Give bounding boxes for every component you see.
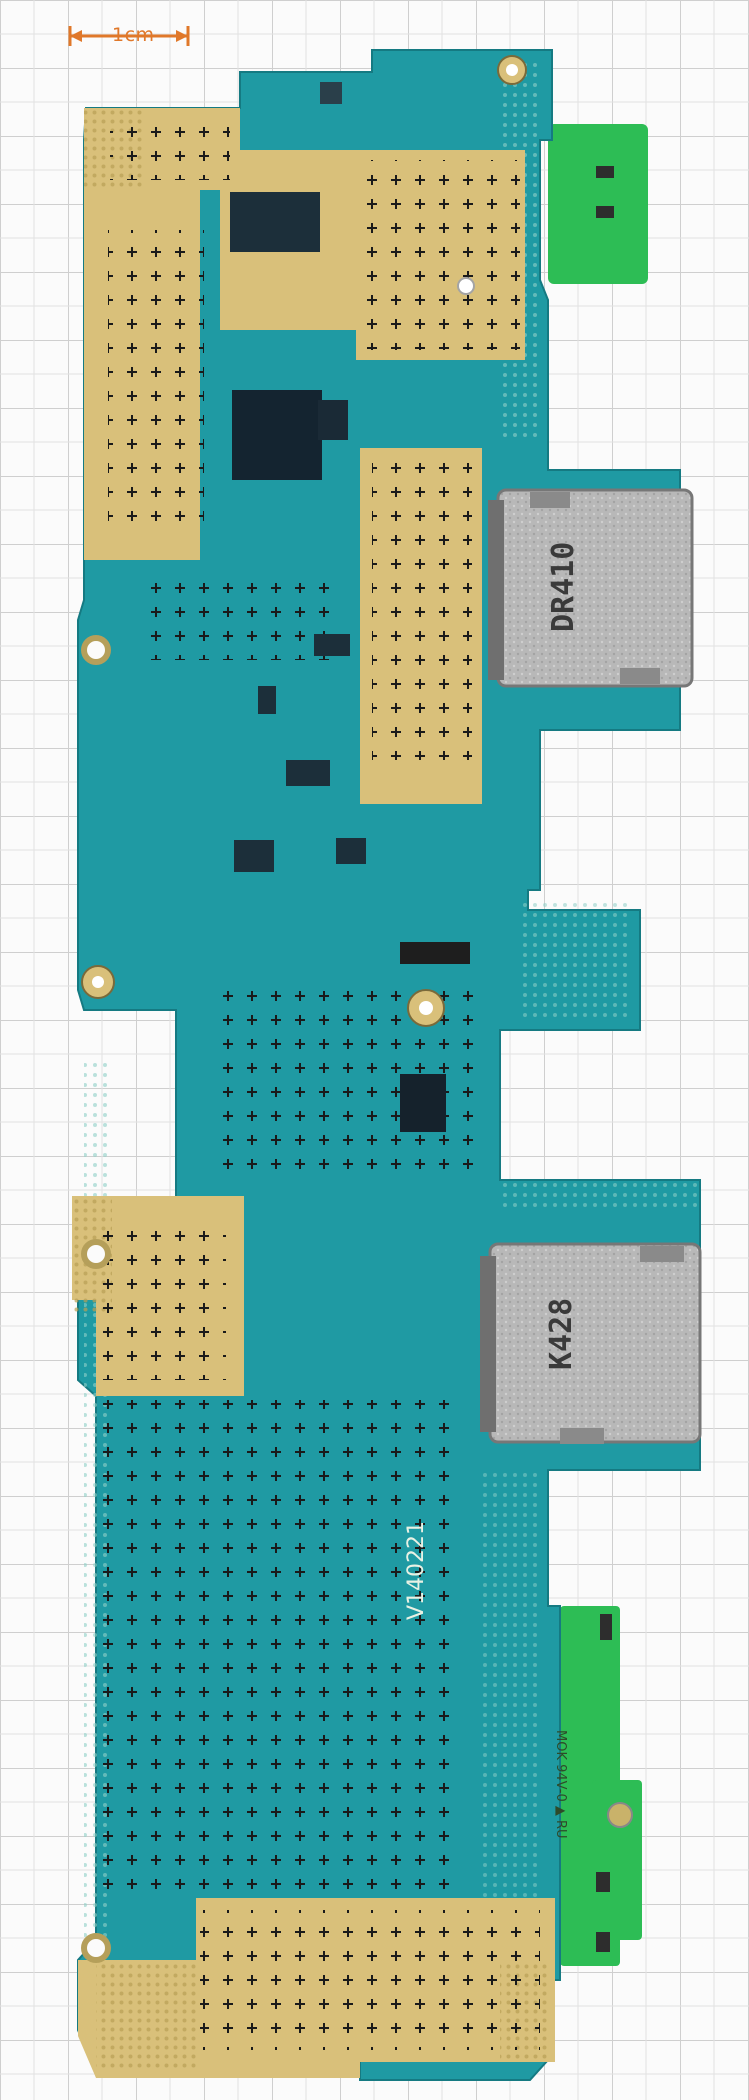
board-version-code: V140221 <box>404 1520 429 1620</box>
ic-components <box>230 82 470 1132</box>
card-slot-upper <box>488 488 694 688</box>
test-point-crosses <box>96 120 540 2050</box>
card-slot-upper-marking: DR410 <box>546 541 581 632</box>
scale-bar <box>68 26 190 46</box>
certification-marking: MOK 94V-0 ▲ RU <box>553 1730 568 1839</box>
green-flex-strips <box>548 124 648 1966</box>
card-slot-lower <box>480 1242 702 1444</box>
scale-bar-label: 1cm <box>112 24 155 46</box>
mounting-holes <box>81 55 527 1963</box>
card-slot-lower-marking: K428 <box>544 1297 579 1370</box>
